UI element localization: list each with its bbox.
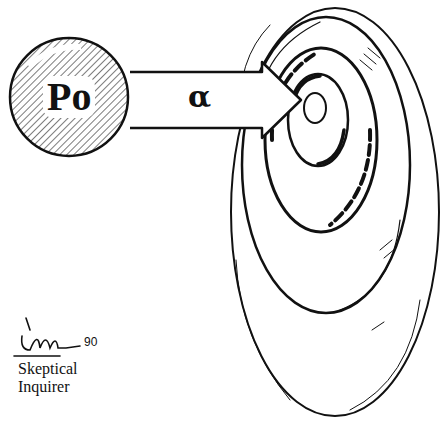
signature-scribble	[14, 318, 80, 356]
alpha-symbol: α	[186, 80, 213, 113]
publication-credit: Skeptical Inquirer	[18, 360, 98, 395]
alpha-arrow	[130, 62, 301, 138]
signature-year: 90	[84, 336, 97, 349]
polonium-inclusion: Po	[8, 36, 130, 158]
element-symbol: Po	[43, 76, 95, 118]
